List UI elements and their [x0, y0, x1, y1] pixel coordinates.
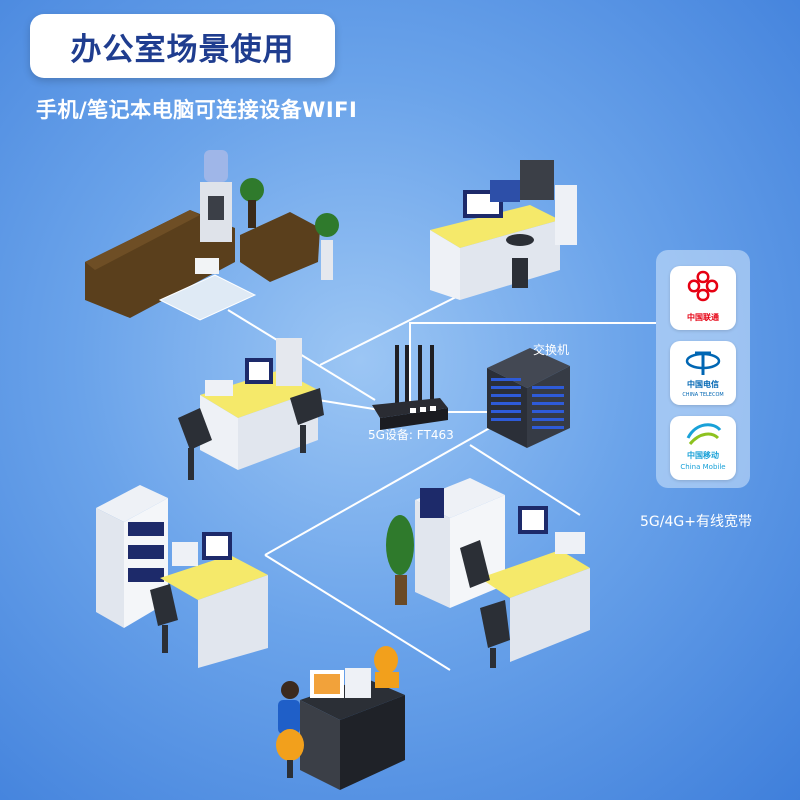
desk-left [178, 338, 324, 480]
china-telecom-logo-icon [685, 351, 721, 375]
carrier-name: 中国电信 [687, 380, 719, 389]
carrier-mobile: 中国移动 China Mobile [670, 416, 736, 480]
link-desk-left [317, 399, 381, 411]
carrier-name: 中国移动 [687, 451, 719, 460]
carrier-unicom: 中国联通 [670, 266, 736, 330]
carrier-telecom: 中国电信 CHINA TELECOM [670, 341, 736, 405]
carrier-name: 中国联通 [687, 313, 719, 322]
desk-top-right [430, 160, 577, 300]
link-desk-right [469, 444, 581, 516]
switch-label: 交换机 [533, 343, 570, 357]
title-banner: 办公室场景使用 [30, 14, 335, 78]
link-router-carriers [409, 322, 656, 405]
link-desk-top [319, 289, 471, 366]
desk-bottom-left [96, 485, 268, 668]
link-workstation [264, 554, 451, 671]
carrier-subname: China Mobile [680, 463, 726, 471]
carrier-subname: CHINA TELECOM [682, 392, 724, 398]
desk-right-cluster [386, 478, 590, 668]
china-mobile-logo-icon [686, 423, 722, 446]
broadband-label: 5G/4G+有线宽带 [640, 514, 752, 530]
page-subtitle: 手机/笔记本电脑可连接设备WIFI [36, 98, 358, 122]
network-links [227, 289, 656, 671]
workstation-person [276, 646, 405, 790]
router-ft463 [372, 345, 448, 430]
network-switch [487, 348, 570, 448]
router-label: 5G设备: FT463 [368, 428, 454, 442]
china-unicom-logo-icon [687, 270, 719, 302]
carrier-panel: 中国联通 中国电信 CHINA TELECOM 中国移动 China Mobil… [656, 250, 750, 488]
lounge-area [85, 150, 339, 321]
page-title: 办公室场景使用 [70, 31, 295, 68]
link-desk-bottomleft [264, 424, 496, 556]
